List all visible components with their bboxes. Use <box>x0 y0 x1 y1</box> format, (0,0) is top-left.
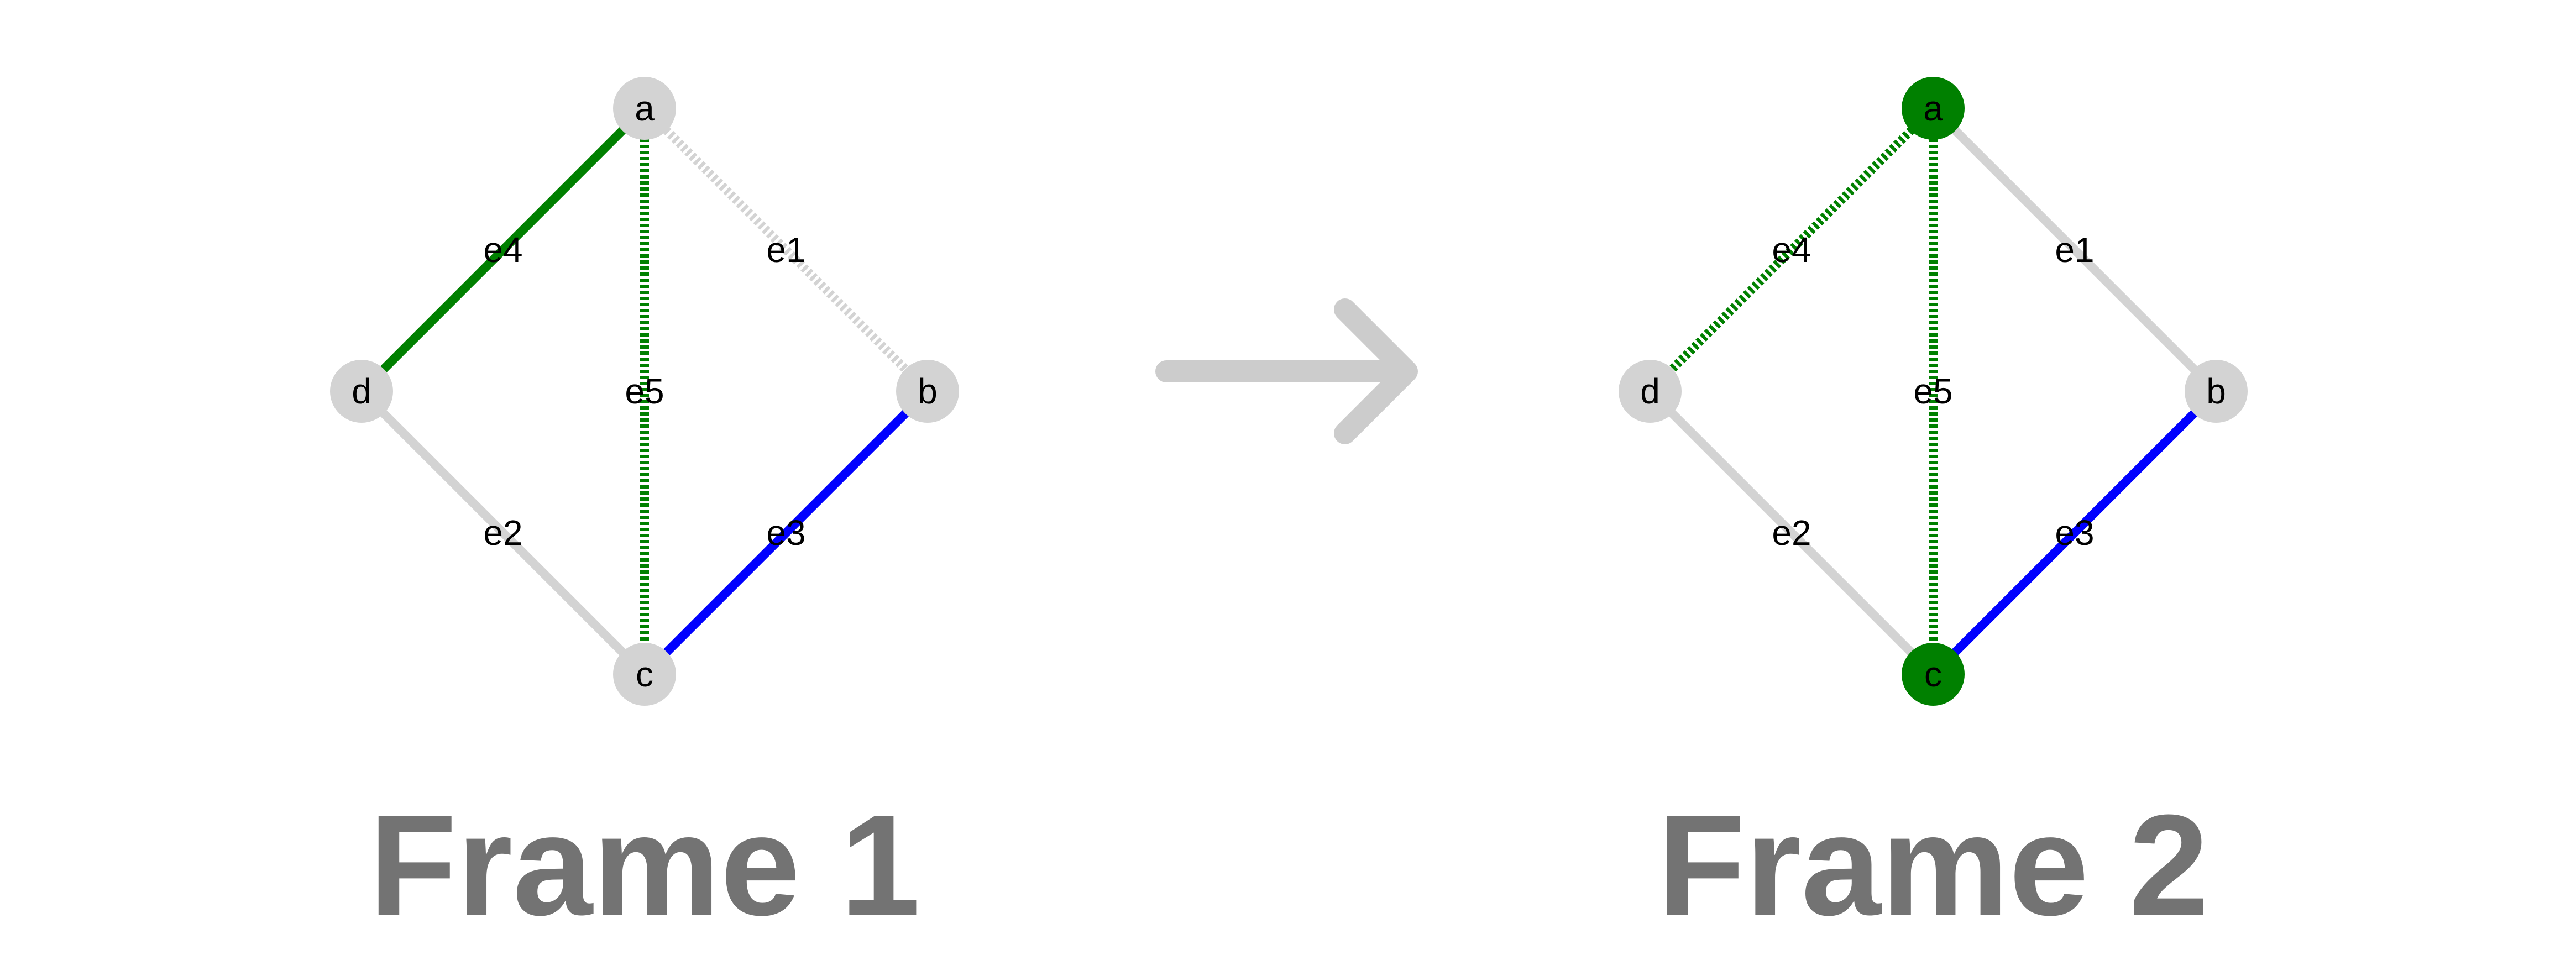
edge-label-e1: e1 <box>2055 230 2094 270</box>
node-b <box>896 360 959 423</box>
node-label-d: d <box>352 371 371 411</box>
node-c <box>613 643 676 706</box>
edge-e4 <box>358 105 648 395</box>
edge-e2 <box>1647 388 1936 678</box>
node-d <box>1619 360 1682 423</box>
node-label-c: c <box>1924 654 1942 694</box>
node-a <box>613 77 676 140</box>
node-d <box>330 360 393 423</box>
transition-arrow <box>1155 298 1418 444</box>
edge-e2 <box>358 388 648 678</box>
edge-e3 <box>1930 388 2219 678</box>
edge-label-e5: e5 <box>1913 371 1952 411</box>
edge-label-e3: e3 <box>766 513 805 553</box>
edge-label-e4: e4 <box>1772 230 1811 270</box>
edge-e3 <box>641 388 931 678</box>
node-b <box>2185 360 2248 423</box>
node-label-c: c <box>636 654 653 694</box>
edge-label-e4: e4 <box>483 230 522 270</box>
node-label-b: b <box>918 371 938 411</box>
node-label-a: a <box>1923 88 1943 128</box>
frame-title: Frame 1 <box>369 785 920 946</box>
edge-e1 <box>1930 105 2219 395</box>
edge-label-e3: e3 <box>2055 513 2094 553</box>
edge-label-e2: e2 <box>1772 513 1811 553</box>
frame-title: Frame 2 <box>1657 785 2208 946</box>
right-arrow-icon <box>1155 298 1418 444</box>
edge-label-e5: e5 <box>625 371 664 411</box>
node-c <box>1902 643 1965 706</box>
edge-label-e1: e1 <box>766 230 805 270</box>
node-label-d: d <box>1640 371 1660 411</box>
node-label-a: a <box>635 88 655 128</box>
node-label-b: b <box>2206 371 2226 411</box>
node-a <box>1902 77 1965 140</box>
edge-label-e2: e2 <box>483 513 522 553</box>
